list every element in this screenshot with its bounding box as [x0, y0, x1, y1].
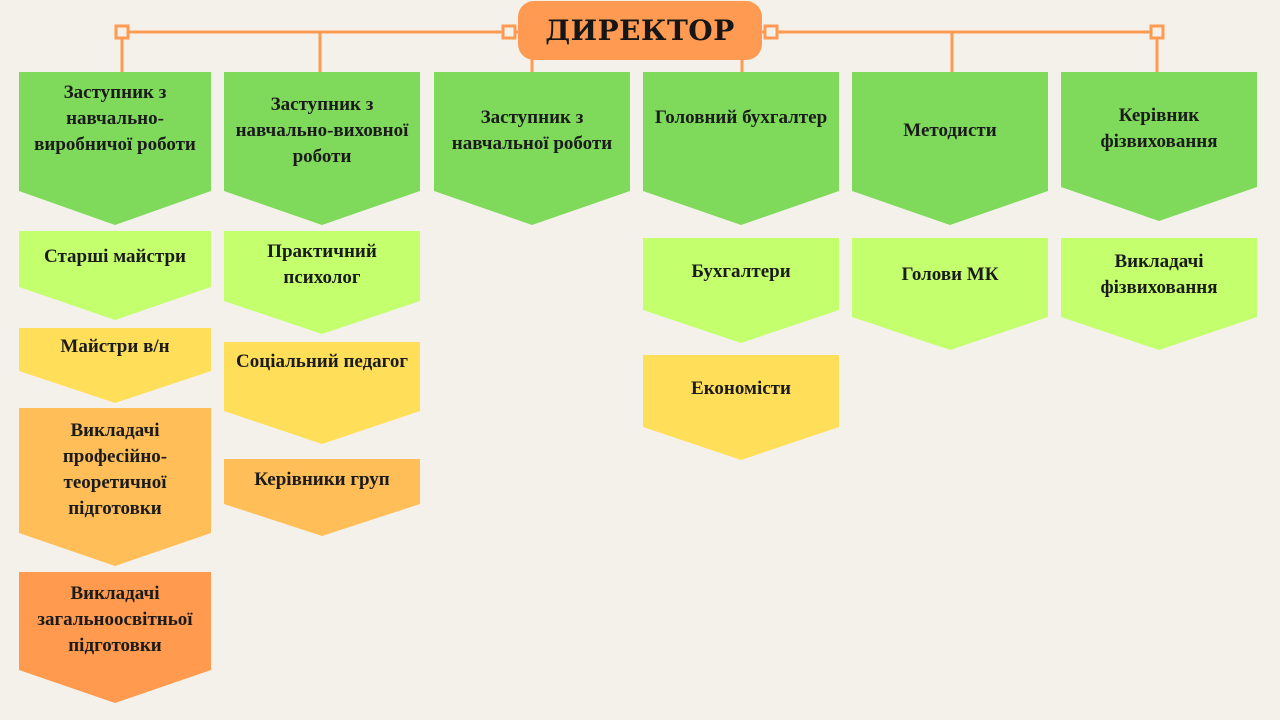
connector-node-director-left	[501, 24, 517, 40]
sub-social-pedagogue-label: Соціальний педагог	[236, 351, 408, 372]
sub-teachers-theory-label: Викладачі професійно-теоретичної підгото…	[62, 420, 168, 519]
head-deputy-production-label: Заступник з навчально-виробничої роботи	[34, 82, 196, 155]
sub-pe-teachers-label: Викладачі фізвиховання	[1100, 251, 1218, 298]
head-chief-accountant: Головний бухгалтер	[643, 72, 839, 225]
sub-mk-heads-label: Голови МК	[901, 264, 999, 285]
head-methodologists-label: Методисти	[903, 120, 997, 141]
connector-node-right	[1149, 24, 1165, 40]
head-pe-manager-label: Керівник фізвиховання	[1100, 105, 1218, 152]
sub-mk-heads: Голови МК	[852, 238, 1048, 350]
head-chief-accountant-label: Головний бухгалтер	[654, 107, 828, 128]
sub-teachers-general-label: Викладачі загальноосвітньої підготовки	[37, 583, 193, 656]
sub-group-leaders-label: Керівники груп	[254, 469, 390, 490]
director-label: ДИРЕКТОР	[545, 14, 735, 47]
sub-masters-vn: Майстри в/н	[19, 328, 211, 403]
connector-node-director-right	[763, 24, 779, 40]
head-deputy-upbringing: Заступник з навчально-виховної роботи	[224, 72, 420, 225]
sub-masters-vn-label: Майстри в/н	[60, 336, 170, 357]
sub-practical-psychologist-label: Практичний психолог	[267, 241, 377, 288]
head-deputy-academic: Заступник з навчальної роботи	[434, 72, 630, 225]
head-deputy-upbringing-label: Заступник з навчально-виховної роботи	[235, 94, 409, 167]
director-box: ДИРЕКТОР	[518, 1, 762, 60]
sub-accountants-label: Бухгалтери	[691, 261, 791, 282]
sub-senior-masters-label: Старші майстри	[44, 246, 186, 267]
head-methodologists: Методисти	[852, 72, 1048, 225]
head-deputy-academic-label: Заступник з навчальної роботи	[451, 107, 613, 154]
connector-node-left	[114, 24, 130, 40]
head-pe-manager: Керівник фізвиховання	[1061, 72, 1257, 221]
sub-economists-label: Економісти	[691, 378, 791, 399]
sub-teachers-theory: Викладачі професійно-теоретичної підгото…	[19, 408, 211, 566]
head-deputy-production: Заступник з навчально-виробничої роботи	[19, 72, 211, 225]
